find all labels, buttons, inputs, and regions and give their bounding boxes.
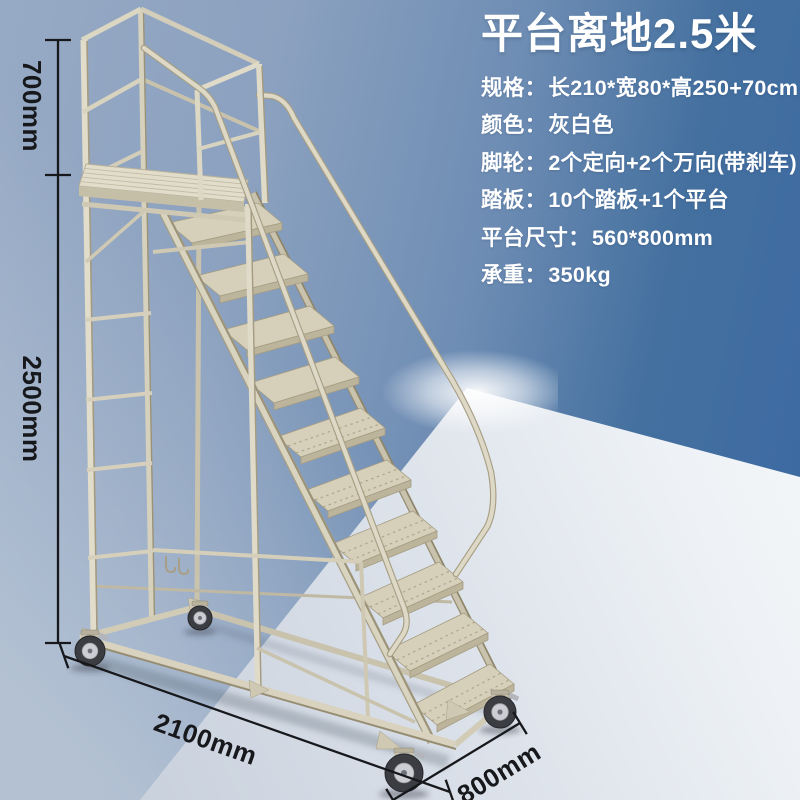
spec-value: 2个定向+2个万向(带刹车) [548,150,797,175]
spec-value: 长210*宽80*高250+70cm [548,76,799,101]
spec-colon: ： [524,113,547,138]
spec-row: 脚轮：2个定向+2个万向(带刹车) [481,145,797,182]
platform [78,163,249,223]
dimension-label-upper-height: 700mm [17,60,47,152]
spec-list: 规格：长210*宽80*高250+70cm 颜色：灰白色 脚轮：2个定向+2个万… [481,70,799,294]
spec-row: 平台尺寸：560*800mm [481,220,797,257]
spec-label: 规格 [481,76,525,101]
stair-tread [249,356,360,411]
dimension-line-depth [385,711,528,800]
spec-value: 560*800mm [592,225,714,250]
product-title: 平台离地2.5米 [481,10,758,57]
caster-wheel [483,689,520,729]
spec-colon: ： [524,188,547,213]
spec-colon: ： [524,76,547,101]
dimension-label-length: 2100mm [150,707,261,771]
dimension-line-vertical [45,38,71,645]
spec-value: 灰白色 [548,113,614,138]
stair-tread [222,305,335,358]
spec-value: 10个踏板+1个平台 [548,188,729,213]
caster-wheel [74,629,109,667]
spec-row: 规格：长210*宽80*高250+70cm [481,70,799,107]
platform-planks [80,167,248,199]
spec-colon: ： [524,150,547,175]
stair-tread [358,561,464,626]
guardrail-tower [80,6,261,631]
spec-row: 颜色：灰白色 [481,107,797,144]
spec-row: 踏板：10个踏板+1个平台 [481,182,797,219]
product-info-panel: 平台离地2.5米 规格：长210*宽80*高250+70cm 颜色：灰白色 脚轮… [481,10,799,294]
spec-label: 平台尺寸 [481,225,569,250]
spec-value: 350kg [548,263,611,288]
spec-label: 踏板 [481,188,525,213]
tread-perforations [287,416,510,722]
spec-label: 脚轮 [481,150,525,175]
caster-wheel [187,600,213,631]
caster-wheel [384,747,426,793]
dimension-line-length [58,643,455,800]
hanging-hook [178,558,190,576]
spec-colon: ： [524,263,547,288]
spec-colon: ： [568,225,591,250]
hanging-hook [165,556,177,574]
light-glow [378,348,558,436]
spec-row: 承重：350kg [481,257,797,294]
spec-label: 承重 [481,263,525,288]
handrail-left [140,44,410,658]
stair-tread [331,510,438,572]
dimension-label-depth: 800mm [452,736,546,800]
handrail-right [255,91,497,578]
spec-label: 颜色 [481,113,525,138]
dimension-label-main-height: 2500mm [17,355,47,462]
